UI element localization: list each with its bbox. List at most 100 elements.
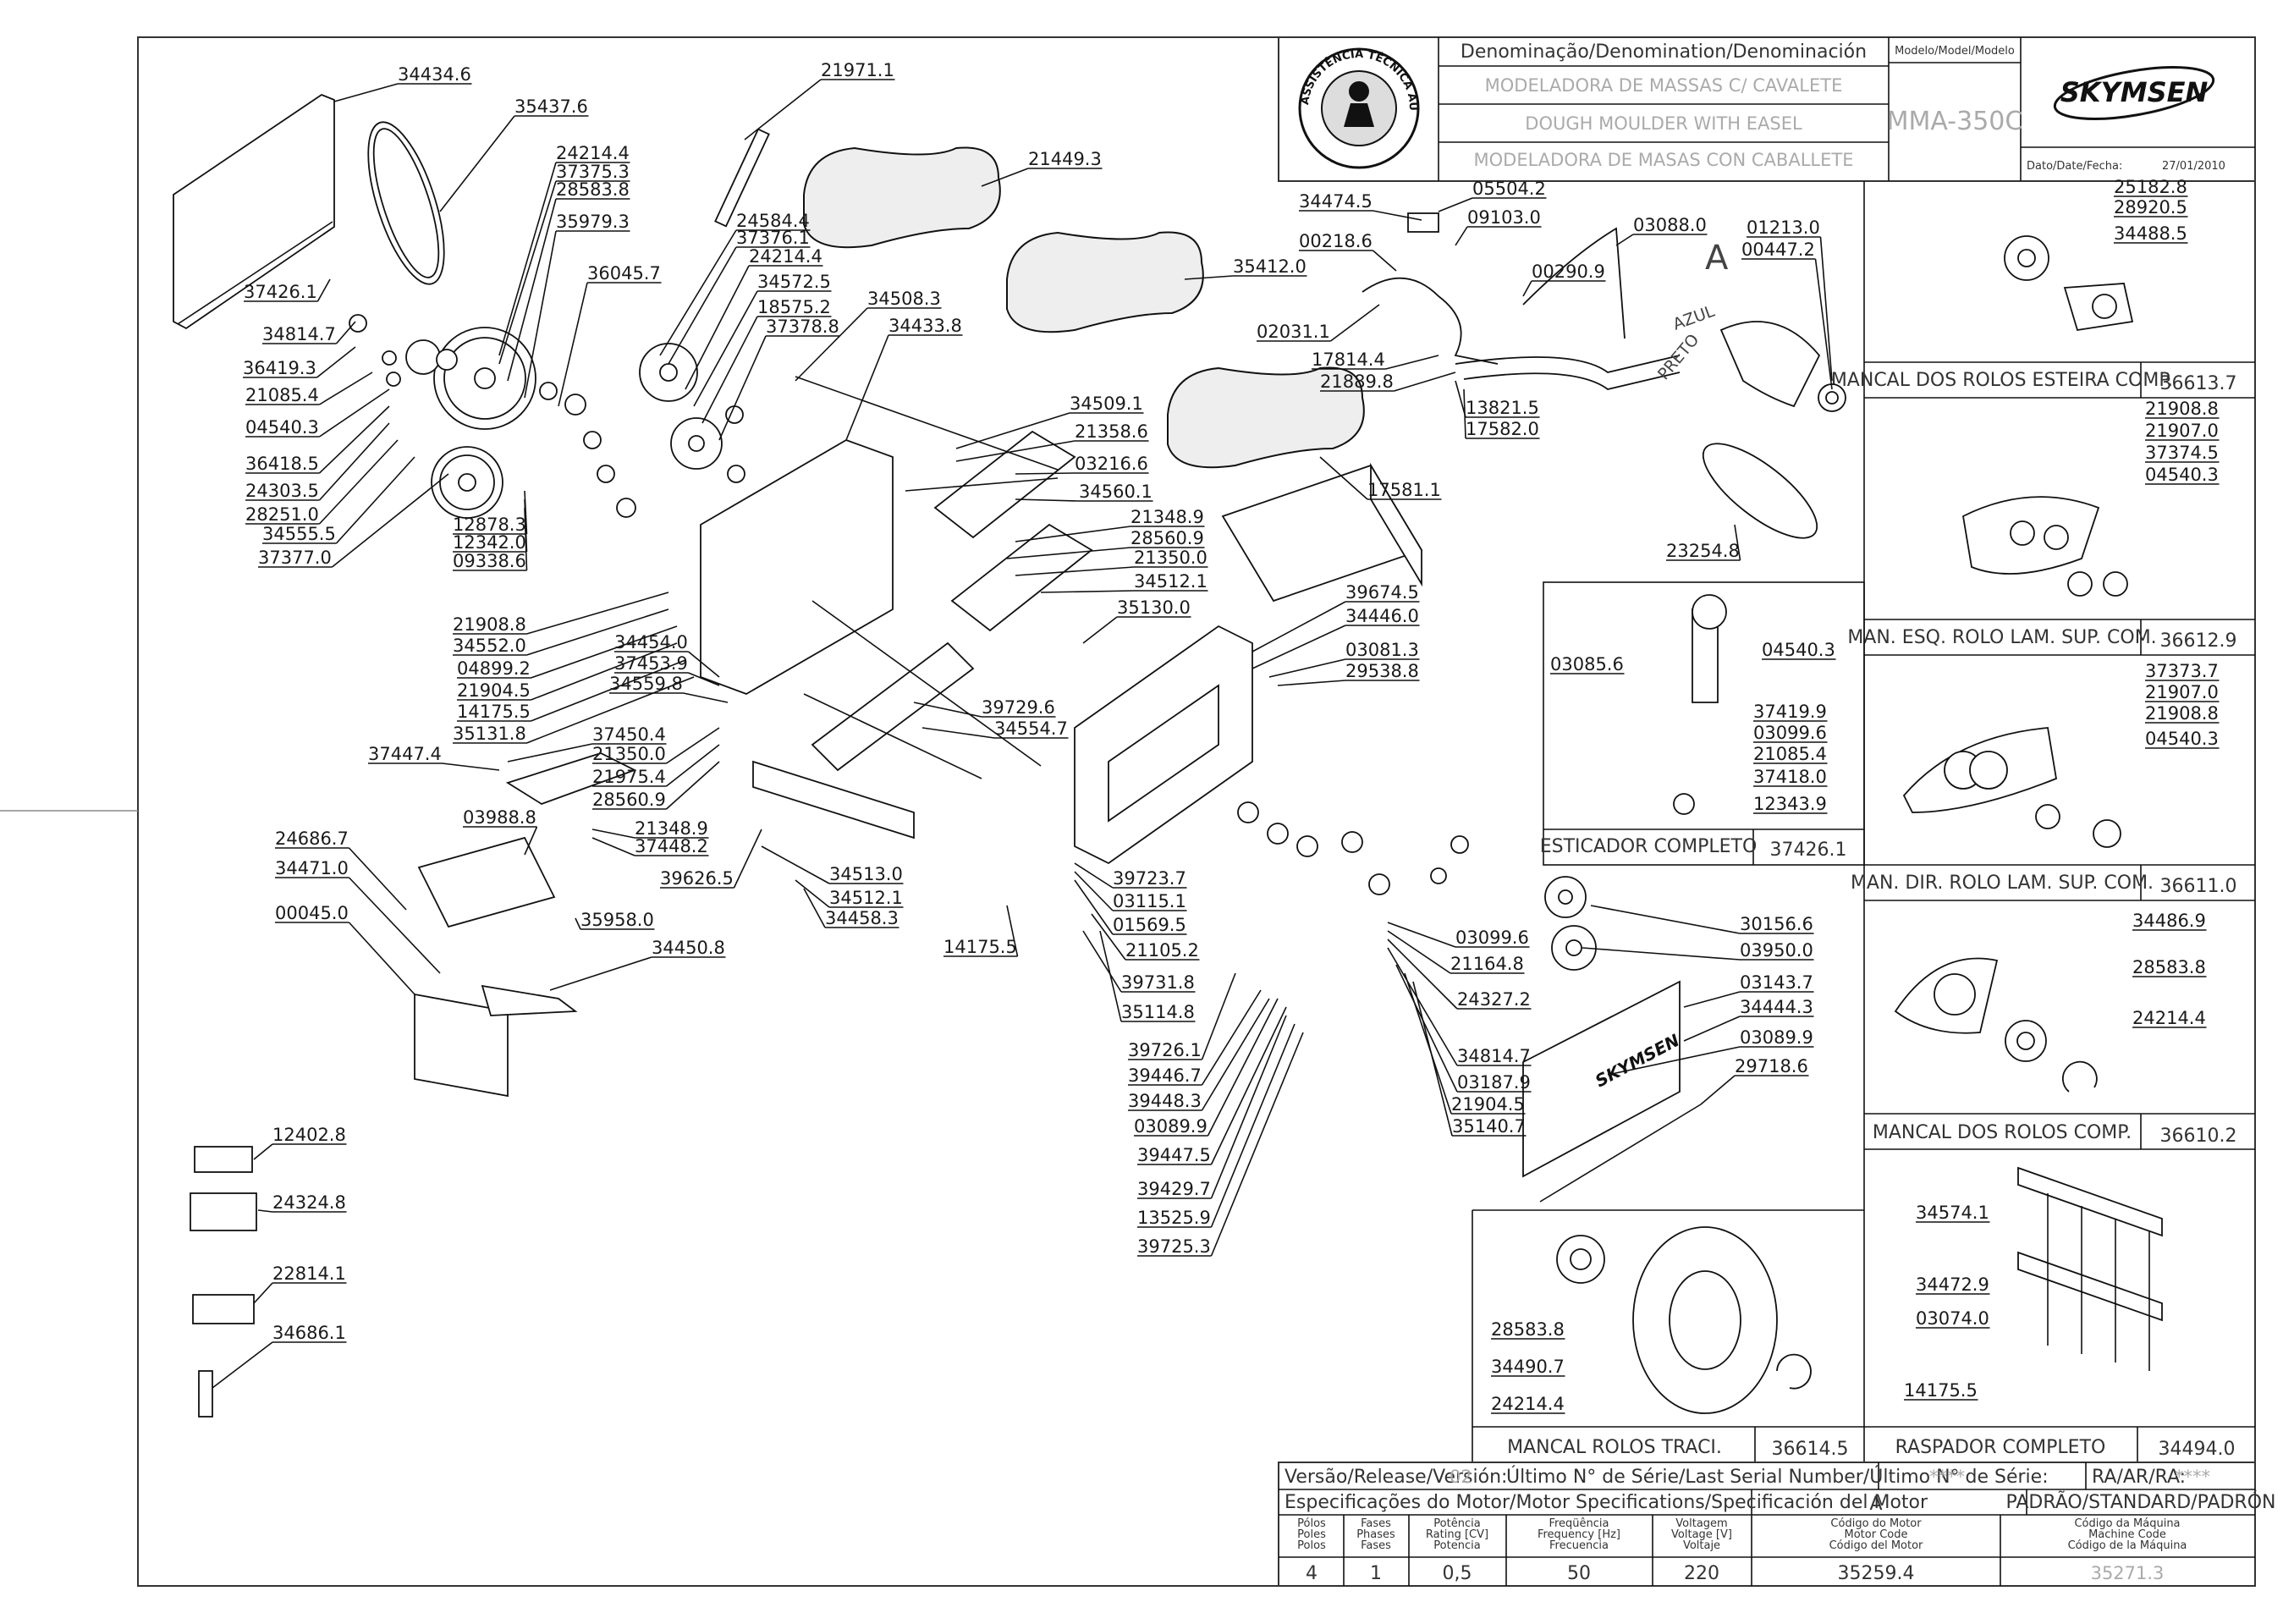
callout-leader [1404, 972, 1452, 1115]
callout: 03187.9 [1395, 964, 1532, 1093]
callout-leader [1387, 930, 1451, 974]
motor-phases: 1 [1370, 1563, 1382, 1584]
callout: 37450.4 [507, 724, 667, 762]
motor-col-header: Motor Code [1845, 1528, 1908, 1541]
callout-leader [507, 743, 593, 762]
callout-leader [733, 829, 762, 889]
subassembly-part-label: 28583.8 [2132, 957, 2206, 977]
callout-leader [701, 316, 758, 424]
callout: 28251.0 [245, 439, 399, 525]
callout-label: 00218.6 [1299, 231, 1373, 251]
callout-leader [318, 422, 390, 501]
motor-col-header: Phases [1356, 1528, 1395, 1541]
callout-leader [1082, 930, 1122, 993]
callout-label: 21975.4 [592, 767, 666, 787]
title-block-top: Denominação/Denomination/Denominación Mo… [0, 0, 2256, 182]
callout-label: 34555.5 [262, 524, 336, 544]
callout-leader [683, 692, 729, 703]
subassembly-part-label: 21085.4 [1753, 744, 1827, 764]
callout: 03988.8 [463, 807, 538, 856]
callout-leader [1373, 210, 1422, 221]
callout-leader [795, 307, 868, 382]
callout: 37378.8 [718, 317, 840, 441]
callout-label: 37447.4 [368, 744, 442, 764]
callout: 03081.3 [1268, 640, 1420, 678]
callout-label: 00447.2 [1741, 239, 1815, 260]
motor-col-header: Machine Code [2088, 1528, 2166, 1541]
callout-label: 35131.8 [453, 724, 526, 744]
callout-leader [335, 321, 356, 344]
callout-leader [1210, 1023, 1296, 1228]
subassembly-part-label: 37419.9 [1753, 702, 1827, 722]
motor-col-header: Voltaje [1683, 1539, 1720, 1552]
callout-label: 17582.0 [1466, 419, 1539, 439]
callout-label: 36418.5 [245, 454, 319, 474]
machine-code: 35271.3 [2091, 1563, 2165, 1583]
subassembly-part-label: 34486.9 [2132, 911, 2206, 931]
callout-label: 37448.2 [635, 836, 708, 856]
callout-label: 03187.9 [1457, 1072, 1531, 1093]
callout-label: 39446.7 [1128, 1065, 1202, 1086]
callout-leader [253, 1282, 273, 1304]
callout-leader [1455, 380, 1466, 418]
callout: 39674.5 [1252, 582, 1420, 652]
callout: 34552.0 [453, 608, 669, 656]
callout: 09103.0 [1455, 207, 1542, 246]
callout: 37375.3 [498, 162, 630, 365]
callout-leader [688, 672, 720, 686]
sub1-code: 36613.7 [2160, 373, 2237, 394]
callout-leader [685, 265, 750, 390]
callout-leader [1082, 616, 1118, 644]
callout-leader [1522, 280, 1532, 297]
callout-label: 22814.1 [272, 1263, 346, 1284]
callout: 39448.3 [1128, 998, 1270, 1111]
callout-leader [333, 83, 399, 102]
callout-leader [575, 917, 581, 930]
callout: 34814.7 [1387, 947, 1532, 1066]
callout-leader [1074, 862, 1114, 889]
svg-text:ASSISTÊNCIA TÉCNICA AUTORIZADA: ASSISTÊNCIA TÉCNICA AUTORIZADA [0, 0, 1419, 111]
callout-leader [693, 290, 758, 407]
subassembly-part-label: 34472.9 [1916, 1274, 1989, 1295]
callout: 28583.8 [507, 179, 630, 382]
callout-label: 35958.0 [580, 910, 654, 930]
callout-label: 39448.3 [1128, 1091, 1202, 1111]
callout-label: 21085.4 [245, 385, 319, 405]
subassembly-part-label: 37418.0 [1753, 767, 1827, 787]
callout: 03216.6 [1015, 454, 1149, 475]
callout: 34474.5 [1299, 191, 1422, 221]
callout-label: 34454.0 [614, 632, 688, 652]
callout: 24303.5 [245, 422, 390, 501]
callout-leader [666, 727, 720, 764]
callout: 17814.4 [1312, 350, 1439, 370]
callout-leader [1252, 625, 1346, 669]
subassembly-part-label: 04540.3 [1762, 640, 1835, 660]
subassembly-part-label: 14175.5 [1904, 1380, 1978, 1401]
callout-label: 37378.8 [766, 317, 839, 337]
callout-leader [1201, 998, 1270, 1111]
callout: 39729.6 [913, 697, 1056, 718]
callout-leader [1074, 879, 1114, 935]
callout-label: 23254.8 [1666, 541, 1740, 561]
callout-label: 14175.5 [457, 702, 531, 722]
callout-label: 34560.1 [1079, 482, 1153, 502]
callout-leader [744, 79, 822, 140]
callout-leader [668, 246, 737, 365]
motor-poles: 4 [1306, 1563, 1318, 1584]
callout: 00218.6 [1299, 231, 1397, 272]
callout-label: 34552.0 [453, 636, 526, 656]
callout: 34814.7 [262, 321, 356, 344]
callout: 39447.5 [1137, 1006, 1287, 1165]
callout-leader [1683, 991, 1741, 1008]
callout-leader [1590, 905, 1741, 934]
callout-label: 21348.9 [635, 818, 708, 839]
callout: 36045.7 [558, 263, 662, 407]
callout-leader [253, 1143, 273, 1160]
callout-label: 13821.5 [1466, 398, 1539, 418]
callout-leader [1372, 250, 1397, 272]
callout: 35979.3 [524, 212, 630, 399]
callout: 17582.0 [1463, 388, 1540, 439]
callout: 03099.6 [1387, 922, 1530, 948]
callout-leader [1734, 524, 1741, 561]
callout: 24214.4 [498, 143, 630, 356]
